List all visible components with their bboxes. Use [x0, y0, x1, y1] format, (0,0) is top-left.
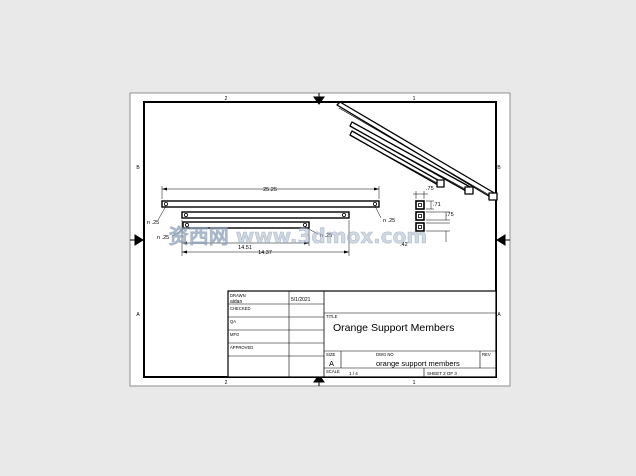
dim-lower-bar-length: 14.37 — [258, 250, 272, 256]
tb-sheet-value: SHEET 2 OF 3 — [427, 371, 457, 376]
tb-size-value: A — [329, 359, 334, 368]
centering-arrows — [130, 93, 510, 386]
lower-member — [182, 221, 310, 229]
tb-dwg-label: DWG NO — [376, 352, 394, 357]
tb-drawn-name: aidan — [230, 299, 242, 305]
dimension-lines — [157, 186, 382, 256]
dim-section-a: .71 — [433, 202, 441, 208]
upper-member-hole-right — [341, 212, 346, 217]
dim-hole-mid-right: n .25 — [320, 233, 332, 239]
long-member-hole-left — [163, 201, 168, 206]
section-views — [413, 191, 450, 242]
watermark-text: 资西网 www.3dmox.com — [169, 224, 427, 248]
tb-scale-label: SCALE — [326, 369, 340, 374]
zone-right-a: A — [497, 312, 501, 318]
tb-rev-label: REV — [482, 352, 491, 357]
tb-title: Orange Support Members — [333, 322, 454, 334]
lower-member-hole-right — [302, 222, 307, 227]
upper-member-hole-left — [183, 212, 188, 217]
section-a — [415, 200, 425, 210]
dim-section-top: .75 — [426, 186, 434, 192]
tb-mfg-label: MFG — [230, 332, 239, 337]
tb-scale-value: 1 / 4 — [349, 371, 358, 376]
dimension-arrowheads — [162, 187, 379, 254]
dim-overall-length: 25.25 — [263, 187, 277, 193]
tb-title-label: TITLE — [326, 314, 338, 319]
tb-checked-label: CHECKED — [230, 306, 250, 311]
dim-section-c: .42 — [400, 242, 408, 248]
zone-top-1: 1 — [413, 96, 416, 102]
section-b — [415, 211, 425, 221]
tb-qa-label: QA — [230, 319, 236, 324]
lower-member-hole-left — [184, 222, 189, 227]
zone-top-2: 2 — [225, 96, 228, 102]
section-c — [415, 222, 425, 232]
dim-section-b: .75 — [446, 212, 454, 218]
dim-hole-top-right: n .25 — [383, 218, 395, 224]
long-member-hole-right — [372, 201, 377, 206]
zone-bottom-1: 1 — [413, 380, 416, 386]
title-block — [227, 290, 497, 378]
front-view — [161, 200, 380, 229]
isometric-view — [336, 101, 498, 201]
upper-member — [181, 211, 350, 219]
long-member — [161, 200, 380, 208]
dim-hole-top-left: n .25 — [147, 220, 159, 226]
tb-approved-label: APPROVED — [230, 345, 253, 350]
zone-left-b: B — [136, 165, 140, 171]
dim-hole-mid-left: n .25 — [157, 235, 169, 241]
dim-upper-bar-length: 14.51 — [238, 245, 252, 251]
watermark: 资西网 www.3dmox.com — [168, 224, 427, 249]
zone-left-a: A — [136, 312, 140, 318]
tb-drawn-date: 5/1/2021 — [291, 297, 311, 303]
tb-size-label: SIZE — [326, 352, 336, 357]
zone-right-b: B — [497, 165, 501, 171]
zone-bottom-2: 2 — [225, 380, 228, 386]
tb-drawn-label: DRAWN — [230, 293, 246, 298]
tb-dwg-value: orange support members — [376, 359, 460, 368]
